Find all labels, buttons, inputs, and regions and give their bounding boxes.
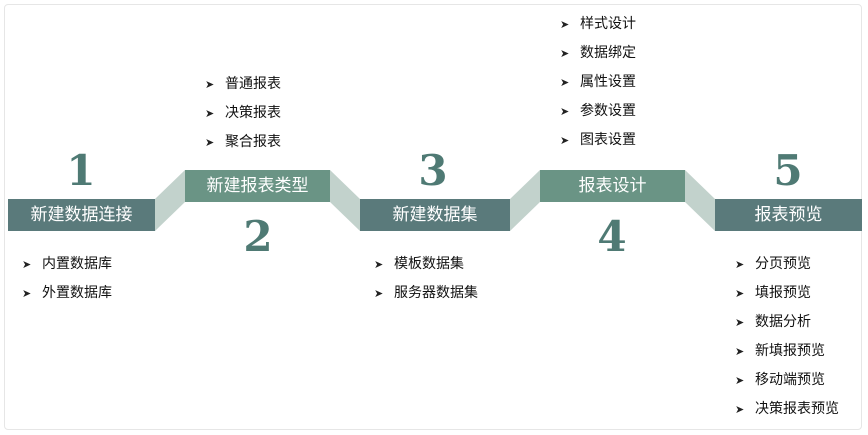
step-2-number: 2 — [243, 212, 273, 261]
step-3-box: 新建数据集 — [360, 199, 510, 231]
step-4-title: 报表设计 — [578, 176, 647, 196]
list-item: ➤内置数据库 — [22, 250, 112, 279]
list-item: ➤移动端预览 — [735, 366, 839, 395]
step-1-box: 新建数据连接 — [8, 199, 155, 231]
step-5-box: 报表预览 — [715, 199, 862, 231]
step-1-title: 新建数据连接 — [30, 205, 133, 225]
arrow-right-icon: ➤ — [560, 18, 570, 31]
list-item: ➤数据绑定 — [560, 39, 636, 68]
list-item: ➤填报预览 — [735, 279, 839, 308]
arrow-right-icon: ➤ — [374, 258, 384, 271]
list-item: ➤普通报表 — [205, 70, 281, 99]
list-item: ➤服务器数据集 — [374, 279, 478, 308]
list-item: ➤聚合报表 — [205, 128, 281, 157]
list-item: ➤属性设置 — [560, 68, 636, 97]
step-3-list: ➤模板数据集 ➤服务器数据集 — [374, 250, 478, 308]
step-1-number: 1 — [66, 146, 96, 195]
step-1-list: ➤内置数据库 ➤外置数据库 — [22, 250, 112, 308]
arrow-right-icon: ➤ — [22, 258, 32, 271]
list-item: ➤模板数据集 — [374, 250, 478, 279]
step-3-number: 3 — [418, 146, 448, 195]
arrow-right-icon: ➤ — [560, 105, 570, 118]
list-item: ➤外置数据库 — [22, 279, 112, 308]
step-2-list: ➤普通报表 ➤决策报表 ➤聚合报表 — [205, 70, 281, 157]
step-4-number: 4 — [597, 212, 627, 261]
step-4-box: 报表设计 — [540, 170, 685, 202]
connector-3-4 — [510, 170, 540, 231]
arrow-right-icon: ➤ — [374, 287, 384, 300]
list-item: ➤参数设置 — [560, 97, 636, 126]
list-item: ➤图表设置 — [560, 126, 636, 155]
connector-2-3 — [330, 170, 360, 231]
list-item: ➤决策报表 — [205, 99, 281, 128]
step-5-number: 5 — [773, 146, 803, 195]
arrow-right-icon: ➤ — [735, 316, 745, 329]
step-4-list: ➤样式设计 ➤数据绑定 ➤属性设置 ➤参数设置 ➤图表设置 — [560, 10, 636, 155]
step-2-box: 新建报表类型 — [185, 170, 330, 202]
step-2-title: 新建报表类型 — [206, 176, 309, 196]
list-item: ➤决策报表预览 — [735, 395, 839, 424]
step-5-list: ➤分页预览 ➤填报预览 ➤数据分析 ➤新填报预览 ➤移动端预览 ➤决策报表预览 — [735, 250, 839, 424]
arrow-right-icon: ➤ — [735, 258, 745, 271]
arrow-right-icon: ➤ — [205, 78, 215, 91]
list-item: ➤新填报预览 — [735, 337, 839, 366]
arrow-right-icon: ➤ — [735, 374, 745, 387]
arrow-right-icon: ➤ — [560, 47, 570, 60]
list-item: ➤分页预览 — [735, 250, 839, 279]
arrow-right-icon: ➤ — [735, 403, 745, 416]
arrow-right-icon: ➤ — [735, 345, 745, 358]
arrow-right-icon: ➤ — [205, 107, 215, 120]
arrow-right-icon: ➤ — [560, 76, 570, 89]
arrow-right-icon: ➤ — [205, 136, 215, 149]
arrow-right-icon: ➤ — [735, 287, 745, 300]
connector-1-2 — [155, 170, 185, 231]
step-3-title: 新建数据集 — [392, 205, 478, 225]
arrow-right-icon: ➤ — [560, 134, 570, 147]
list-item: ➤数据分析 — [735, 308, 839, 337]
list-item: ➤样式设计 — [560, 10, 636, 39]
step-5-title: 报表预览 — [754, 205, 823, 225]
connector-4-5 — [685, 170, 715, 231]
arrow-right-icon: ➤ — [22, 287, 32, 300]
